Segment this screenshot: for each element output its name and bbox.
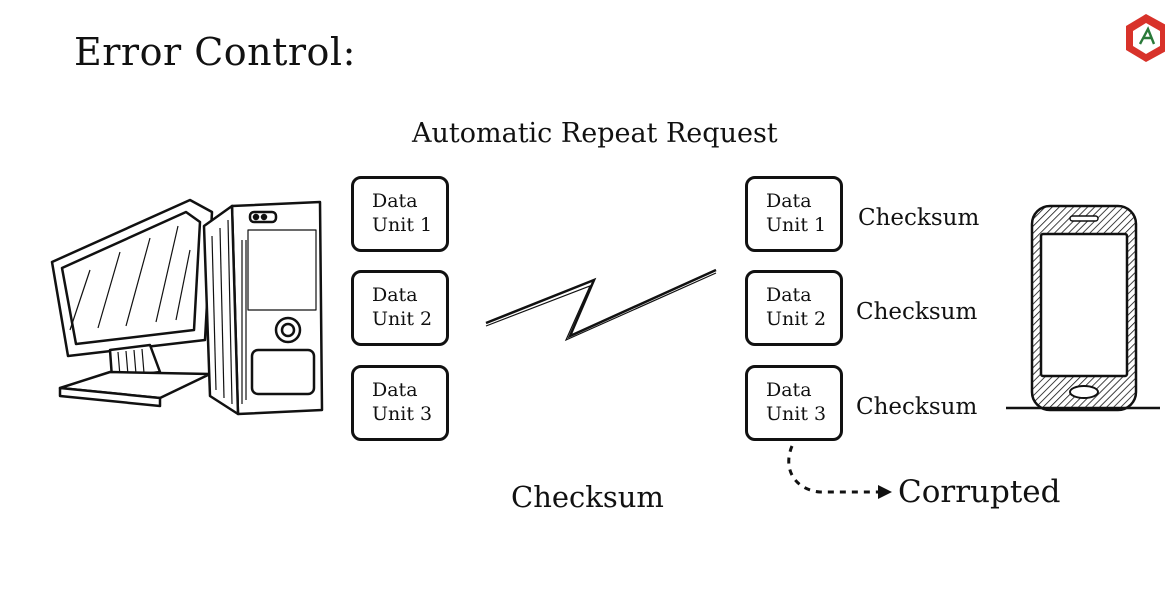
receiver-checksum-3: Checksum	[856, 394, 978, 420]
unit-line-2: Unit 3	[766, 403, 827, 425]
page-title: Error Control:	[74, 30, 356, 74]
receiver-data-unit-3: Data Unit 3	[745, 365, 843, 441]
diagram-subtitle: Automatic Repeat Request	[412, 118, 778, 149]
unit-line-2: Unit 2	[372, 308, 433, 330]
corrupted-label: Corrupted	[898, 474, 1061, 510]
unit-line-1: Data	[372, 190, 418, 212]
unit-line-1: Data	[372, 284, 418, 306]
unit-line-2: Unit 1	[766, 214, 827, 236]
sender-data-unit-3: Data Unit 3	[351, 365, 449, 441]
unit-line-1: Data	[766, 190, 812, 212]
unit-line-2: Unit 2	[766, 308, 827, 330]
sender-data-unit-2: Data Unit 2	[351, 270, 449, 346]
unit-line-1: Data	[766, 379, 812, 401]
receiver-checksum-1: Checksum	[858, 205, 980, 231]
unit-line-2: Unit 1	[372, 214, 433, 236]
checksum-caption: Checksum	[511, 480, 664, 514]
receiver-data-unit-2: Data Unit 2	[745, 270, 843, 346]
unit-line-2: Unit 3	[372, 403, 433, 425]
receiver-data-unit-1: Data Unit 1	[745, 176, 843, 252]
unit-line-1: Data	[372, 379, 418, 401]
unit-line-1: Data	[766, 284, 812, 306]
sender-data-unit-1: Data Unit 1	[351, 176, 449, 252]
receiver-checksum-2: Checksum	[856, 299, 978, 325]
